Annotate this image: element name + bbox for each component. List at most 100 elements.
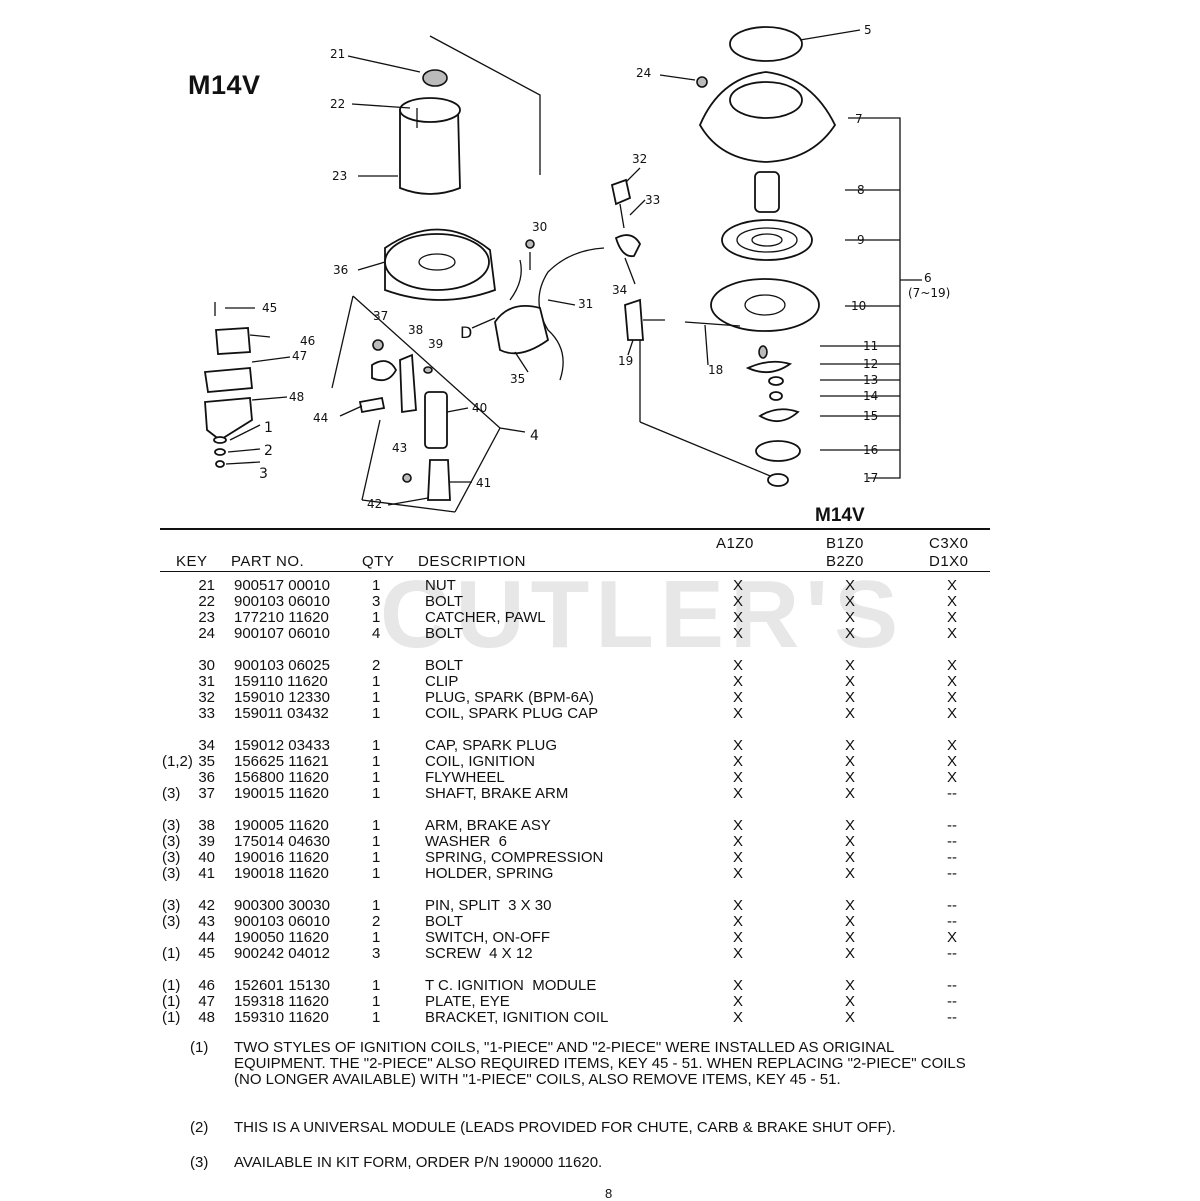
row-part-no: 900300 30030 bbox=[234, 897, 330, 914]
row-b1z0-b2z0: X bbox=[845, 913, 856, 930]
row-c3x0-d1x0: X bbox=[947, 737, 958, 754]
callout-6: 6 bbox=[924, 271, 932, 285]
callout-46: 46 bbox=[300, 334, 315, 348]
row-key: 47 bbox=[198, 993, 215, 1010]
row-description: NUT bbox=[425, 577, 456, 594]
header-b2z0: B2Z0 bbox=[826, 553, 864, 570]
row-a1z0: X bbox=[733, 945, 744, 962]
row-a1z0: X bbox=[733, 817, 744, 834]
callout-12: 12 bbox=[863, 357, 878, 371]
row-b1z0-b2z0: X bbox=[845, 689, 856, 706]
row-b1z0-b2z0: X bbox=[845, 577, 856, 594]
row-description: BOLT bbox=[425, 593, 464, 610]
row-key: 31 bbox=[198, 673, 215, 690]
row-key: 36 bbox=[198, 769, 215, 786]
row-part-no: 156800 11620 bbox=[234, 769, 329, 786]
callout-33: 33 bbox=[645, 193, 660, 207]
row-a1z0: X bbox=[733, 849, 744, 866]
row-b1z0-b2z0: X bbox=[845, 737, 856, 754]
row-description: SWITCH, ON-OFF bbox=[425, 929, 550, 946]
footnote-2-number: (2) bbox=[190, 1119, 209, 1136]
row-note: (1) bbox=[162, 945, 181, 962]
row-description: HOLDER, SPRING bbox=[425, 865, 554, 882]
row-key: 45 bbox=[198, 945, 215, 962]
page-number: 8 bbox=[605, 1186, 613, 1201]
row-a1z0: X bbox=[733, 593, 744, 610]
row-c3x0-d1x0: X bbox=[947, 625, 958, 642]
row-a1z0: X bbox=[733, 833, 744, 850]
callout-15: 15 bbox=[863, 409, 878, 423]
row-qty: 1 bbox=[372, 849, 381, 866]
row-qty: 1 bbox=[372, 993, 381, 1010]
row-note: (1) bbox=[162, 977, 181, 994]
row-c3x0-d1x0: X bbox=[947, 673, 958, 690]
callout-35: 35 bbox=[510, 372, 525, 386]
callout-42: 42 bbox=[367, 497, 382, 511]
table-top-rule bbox=[160, 528, 990, 530]
row-qty: 2 bbox=[372, 657, 381, 674]
row-c3x0-d1x0: -- bbox=[947, 913, 957, 930]
row-part-no: 190016 11620 bbox=[234, 849, 329, 866]
row-b1z0-b2z0: X bbox=[845, 929, 856, 946]
row-b1z0-b2z0: X bbox=[845, 897, 856, 914]
row-a1z0: X bbox=[733, 737, 744, 754]
row-part-no: 159012 03433 bbox=[234, 737, 330, 754]
callout-40: 40 bbox=[472, 401, 487, 415]
row-a1z0: X bbox=[733, 577, 744, 594]
row-key: 34 bbox=[198, 737, 215, 754]
row-a1z0: X bbox=[733, 897, 744, 914]
row-b1z0-b2z0: X bbox=[845, 849, 856, 866]
callout-13: 13 bbox=[863, 373, 878, 387]
row-c3x0-d1x0: -- bbox=[947, 993, 957, 1010]
row-qty: 4 bbox=[372, 625, 381, 642]
row-a1z0: X bbox=[733, 705, 744, 722]
row-b1z0-b2z0: X bbox=[845, 993, 856, 1010]
row-c3x0-d1x0: X bbox=[947, 577, 958, 594]
row-c3x0-d1x0: X bbox=[947, 657, 958, 674]
table-model-heading: M14V bbox=[815, 505, 865, 526]
row-a1z0: X bbox=[733, 609, 744, 626]
row-part-no: 900103 06025 bbox=[234, 657, 330, 674]
row-key: 37 bbox=[198, 785, 215, 802]
callout-6-range: (7~19) bbox=[908, 286, 950, 300]
row-qty: 1 bbox=[372, 769, 381, 786]
row-qty: 1 bbox=[372, 929, 381, 946]
row-b1z0-b2z0: X bbox=[845, 817, 856, 834]
callout-24: 24 bbox=[636, 66, 651, 80]
row-c3x0-d1x0: -- bbox=[947, 977, 957, 994]
row-b1z0-b2z0: X bbox=[845, 785, 856, 802]
row-description: BRACKET, IGNITION COIL bbox=[425, 1009, 609, 1026]
callout-11: 11 bbox=[863, 339, 878, 353]
row-b1z0-b2z0: X bbox=[845, 657, 856, 674]
row-note: (1) bbox=[162, 993, 181, 1010]
row-description: SPRING, COMPRESSION bbox=[425, 849, 604, 866]
row-description: CAP, SPARK PLUG bbox=[425, 737, 557, 754]
row-a1z0: X bbox=[733, 769, 744, 786]
row-c3x0-d1x0: X bbox=[947, 753, 958, 770]
row-description: ARM, BRAKE ASY bbox=[425, 817, 551, 834]
callout-9: 9 bbox=[857, 233, 865, 247]
row-note: (3) bbox=[162, 833, 181, 850]
row-c3x0-d1x0: X bbox=[947, 705, 958, 722]
callout-4: 4 bbox=[530, 428, 539, 444]
row-part-no: 159310 11620 bbox=[234, 1009, 329, 1026]
row-description: PLUG, SPARK (BPM-6A) bbox=[425, 689, 594, 706]
row-b1z0-b2z0: X bbox=[845, 833, 856, 850]
row-description: CATCHER, PAWL bbox=[425, 609, 546, 626]
callout-16: 16 bbox=[863, 443, 878, 457]
callout-39: 39 bbox=[428, 337, 443, 351]
row-qty: 2 bbox=[372, 913, 381, 930]
row-a1z0: X bbox=[733, 625, 744, 642]
row-qty: 1 bbox=[372, 737, 381, 754]
row-a1z0: X bbox=[733, 913, 744, 930]
row-qty: 1 bbox=[372, 817, 381, 834]
